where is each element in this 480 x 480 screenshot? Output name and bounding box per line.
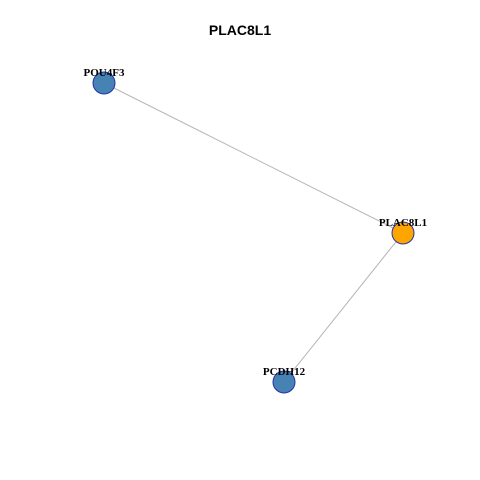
graph-title: PLAC8L1	[208, 22, 272, 38]
node-label-plac8l1: PLAC8L1	[379, 217, 427, 229]
node-pou4f3[interactable]	[92, 71, 116, 95]
node-label-pou4f3: POU4F3	[84, 67, 125, 79]
edge-plac8l1-pcdh12	[283, 232, 404, 383]
edge-pou4f3-plac8l1	[103, 82, 404, 234]
node-layer	[92, 71, 415, 394]
edge-layer	[103, 82, 404, 383]
node-pcdh12[interactable]	[272, 370, 296, 394]
node-label-pcdh12: PCDH12	[263, 366, 306, 378]
node-plac8l1[interactable]	[391, 221, 415, 245]
